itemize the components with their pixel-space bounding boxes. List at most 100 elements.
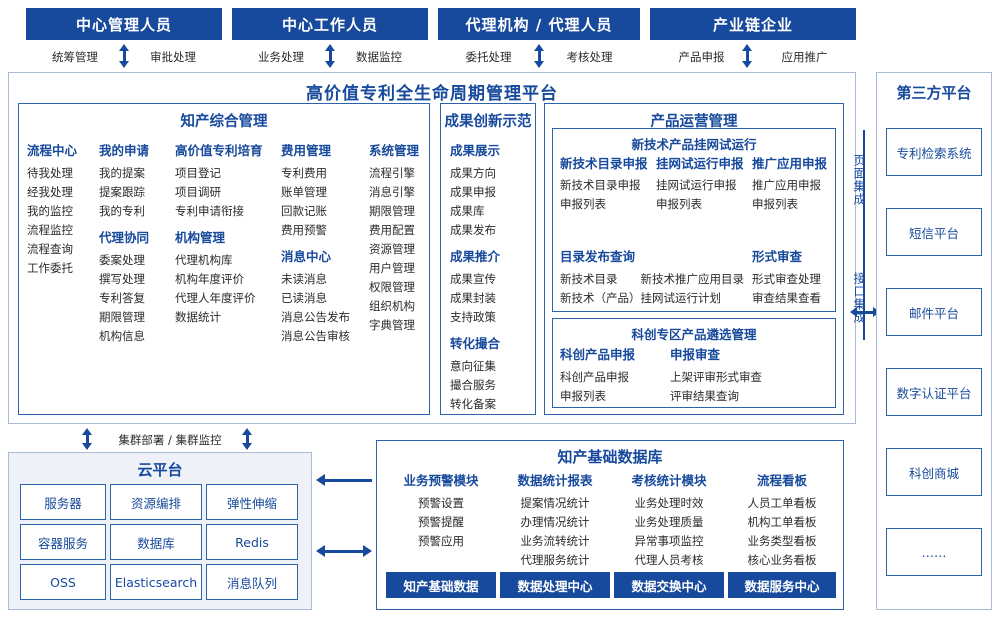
menu-item[interactable]: 权限管理	[369, 280, 415, 294]
menu-item[interactable]: 委案处理	[99, 253, 145, 267]
db-item[interactable]: 机构工单看板	[747, 515, 817, 529]
menu-item[interactable]: 成果宣传	[450, 272, 496, 286]
menu-item[interactable]: 科创产品申报	[560, 370, 629, 384]
role-bar-center-manager[interactable]: 中心管理人员	[26, 8, 222, 40]
menu-item[interactable]: 新技术（产品）挂网试运行计划	[560, 291, 721, 305]
db-footer-base-data[interactable]: 知产基础数据	[386, 572, 496, 598]
db-item[interactable]: 代理服务统计	[520, 553, 590, 567]
cloud-cell-resource-orchestration[interactable]: 资源编排	[110, 484, 202, 520]
menu-item[interactable]: 消息公告审核	[281, 329, 350, 343]
menu-item[interactable]: 费用预警	[281, 223, 327, 237]
menu-item[interactable]: 我的专利	[99, 204, 145, 218]
menu-item[interactable]: 已读消息	[281, 291, 327, 305]
menu-item[interactable]: 账单管理	[281, 185, 327, 199]
menu-item[interactable]: 成果申报	[450, 185, 496, 199]
cloud-cell-elasticsearch[interactable]: Elasticsearch	[110, 564, 202, 600]
menu-item[interactable]: 申报列表	[560, 197, 606, 211]
cloud-cell-redis[interactable]: Redis	[206, 524, 298, 560]
menu-item[interactable]: 未读消息	[281, 272, 327, 286]
db-footer-exchange-center[interactable]: 数据交换中心	[614, 572, 724, 598]
db-item[interactable]: 业务类型看板	[747, 534, 817, 548]
menu-item[interactable]: 撰写处理	[99, 272, 145, 286]
menu-item[interactable]: 项目调研	[175, 185, 221, 199]
menu-item[interactable]: 期限管理	[99, 310, 145, 324]
menu-item[interactable]: 提案跟踪	[99, 185, 145, 199]
menu-item[interactable]: 流程引擎	[369, 166, 415, 180]
role-bar-enterprise[interactable]: 产业链企业	[650, 8, 856, 40]
db-item[interactable]: 业务处理质量	[634, 515, 704, 529]
menu-item[interactable]: 挂网试运行申报	[656, 178, 737, 192]
db-item[interactable]: 核心业务看板	[747, 553, 817, 567]
menu-item[interactable]: 推广应用申报	[752, 178, 821, 192]
menu-item[interactable]: 成果封装	[450, 291, 496, 305]
menu-item[interactable]: 评审结果查询	[670, 389, 739, 403]
third-party-item-email[interactable]: 邮件平台	[886, 288, 982, 336]
menu-item[interactable]: 我的提案	[99, 166, 145, 180]
db-item[interactable]: 异常事项监控	[634, 534, 704, 548]
menu-item[interactable]: 成果库	[450, 204, 485, 218]
cloud-cell-server[interactable]: 服务器	[20, 484, 106, 520]
cloud-cell-elastic-scaling[interactable]: 弹性伸缩	[206, 484, 298, 520]
menu-item[interactable]: 申报列表	[560, 389, 606, 403]
menu-item[interactable]: 期限管理	[369, 204, 415, 218]
menu-item[interactable]: 上架评审形式审查	[670, 370, 762, 384]
menu-item[interactable]: 我的监控	[27, 204, 73, 218]
db-item[interactable]: 预警应用	[418, 534, 464, 548]
menu-item[interactable]: 工作委托	[27, 261, 73, 275]
db-item[interactable]: 预警提醒	[418, 515, 464, 529]
role-bar-center-staff[interactable]: 中心工作人员	[232, 8, 428, 40]
menu-item[interactable]: 待我处理	[27, 166, 73, 180]
third-party-item-sci-mall[interactable]: 科创商城	[886, 448, 982, 496]
db-item[interactable]: 提案情况统计	[520, 496, 590, 510]
menu-item[interactable]: 流程监控	[27, 223, 73, 237]
menu-item[interactable]: 费用配置	[369, 223, 415, 237]
menu-item[interactable]: 数据统计	[175, 310, 221, 324]
menu-item[interactable]: 申报列表	[656, 197, 702, 211]
menu-item[interactable]: 成果发布	[450, 223, 496, 237]
third-party-item-patent-search[interactable]: 专利检索系统	[886, 128, 982, 176]
menu-item[interactable]: 成果方向	[450, 166, 496, 180]
menu-item[interactable]: 机构信息	[99, 329, 145, 343]
menu-item[interactable]: 意向征集	[450, 359, 496, 373]
db-item[interactable]: 预警设置	[418, 496, 464, 510]
db-item[interactable]: 代理人员考核	[634, 553, 704, 567]
menu-item[interactable]: 资源管理	[369, 242, 415, 256]
menu-item[interactable]: 字典管理	[369, 318, 415, 332]
db-item[interactable]: 办理情况统计	[520, 515, 590, 529]
menu-item[interactable]: 流程查询	[27, 242, 73, 256]
menu-item[interactable]: 项目登记	[175, 166, 221, 180]
menu-item[interactable]: 组织机构	[369, 299, 415, 313]
third-party-item-digital-cert[interactable]: 数字认证平台	[886, 368, 982, 416]
menu-item[interactable]: 用户管理	[369, 261, 415, 275]
menu-item[interactable]: 消息公告发布	[281, 310, 350, 324]
cloud-cell-oss[interactable]: OSS	[20, 564, 106, 600]
role-bar-agency[interactable]: 代理机构 / 代理人员	[438, 8, 640, 40]
menu-item[interactable]: 申报列表	[752, 197, 798, 211]
menu-item[interactable]: 代理人年度评价	[175, 291, 256, 305]
cloud-cell-database[interactable]: 数据库	[110, 524, 202, 560]
third-party-item-more[interactable]: ……	[886, 528, 982, 576]
db-footer-process-center[interactable]: 数据处理中心	[500, 572, 610, 598]
db-footer-service-center[interactable]: 数据服务中心	[728, 572, 836, 598]
menu-item[interactable]: 形式审查处理	[752, 272, 821, 286]
menu-item[interactable]: 转化备案	[450, 397, 496, 411]
menu-item[interactable]: 专利答复	[99, 291, 145, 305]
menu-item[interactable]: 撮合服务	[450, 378, 496, 392]
menu-item[interactable]: 新技术目录申报	[560, 178, 641, 192]
cloud-cell-container-service[interactable]: 容器服务	[20, 524, 106, 560]
menu-item[interactable]: 专利申请衔接	[175, 204, 244, 218]
db-item[interactable]: 业务处理时效	[634, 496, 704, 510]
menu-item[interactable]: 回款记账	[281, 204, 327, 218]
db-item[interactable]: 人员工单看板	[747, 496, 817, 510]
cloud-cell-message-queue[interactable]: 消息队列	[206, 564, 298, 600]
menu-item[interactable]: 机构年度评价	[175, 272, 244, 286]
menu-item[interactable]: 代理机构库	[175, 253, 233, 267]
third-party-item-sms[interactable]: 短信平台	[886, 208, 982, 256]
menu-item[interactable]: 审查结果查看	[752, 291, 821, 305]
menu-item[interactable]: 新技术目录 新技术推广应用目录	[560, 272, 744, 286]
menu-item[interactable]: 消息引擎	[369, 185, 415, 199]
menu-item[interactable]: 支持政策	[450, 310, 496, 324]
db-item[interactable]: 业务流转统计	[520, 534, 590, 548]
menu-item[interactable]: 专利费用	[281, 166, 327, 180]
menu-item[interactable]: 经我处理	[27, 185, 73, 199]
